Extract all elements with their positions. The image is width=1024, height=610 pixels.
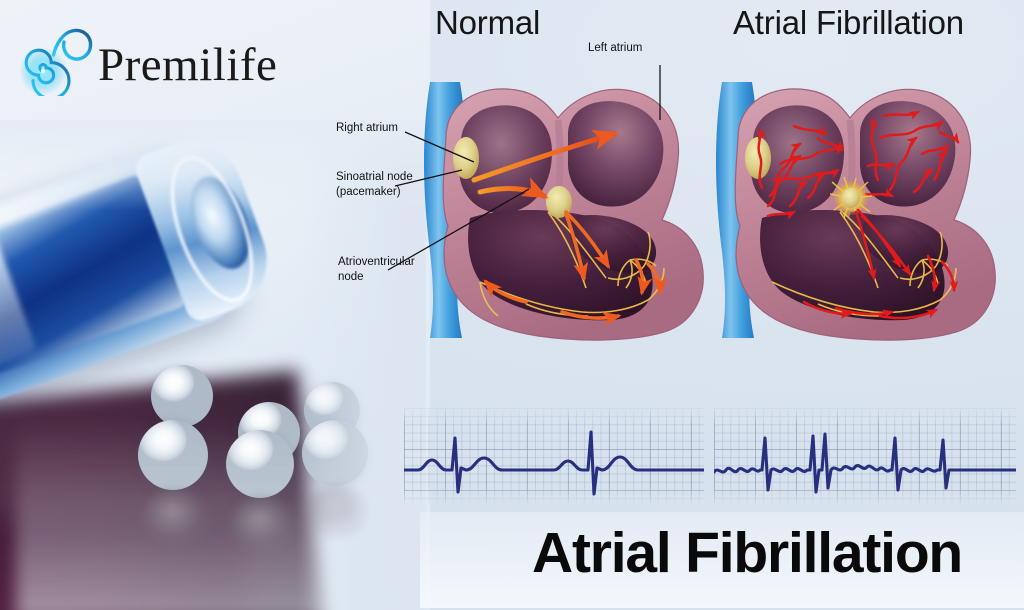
- photo-top-fade: [0, 120, 426, 210]
- sinoatrial-node-marker: [453, 137, 479, 179]
- heart-atrial-fibrillation: [716, 82, 996, 341]
- surface-reflection-sheen: [16, 420, 346, 610]
- heart-diagrams: [424, 82, 996, 341]
- spiral-infinity-icon: [20, 28, 93, 96]
- label-right-atrium: Right atrium: [336, 122, 398, 134]
- av-node-starburst: [829, 176, 873, 219]
- brand-name: Premilife: [98, 39, 278, 91]
- label-sinoatrial-node: Sinoatrial node (pacemaker): [336, 171, 413, 199]
- ecg-normal: [404, 408, 704, 504]
- pellet: [151, 365, 213, 427]
- sinoatrial-node-marker: [745, 137, 771, 179]
- heading-normal: Normal: [435, 4, 541, 41]
- heading-atrial-fibrillation: Atrial Fibrillation: [733, 4, 964, 41]
- ecg-normal-trace: [404, 430, 704, 496]
- heart-normal: [424, 82, 704, 341]
- label-atrioventricular-node: Atrioventricular node: [338, 256, 415, 284]
- ecg-af-trace: [714, 432, 1016, 494]
- bottom-title: Atrial Fibrillation: [532, 521, 963, 585]
- atrioventricular-node-marker: [546, 186, 572, 218]
- brand-logo[interactable]: Premilife: [14, 22, 314, 98]
- remedy-bottle-photo: [0, 120, 426, 610]
- ecg-atrial-fibrillation: [714, 408, 1016, 504]
- label-left-atrium: Left atrium: [588, 42, 643, 54]
- bottom-title-band: [420, 512, 1024, 608]
